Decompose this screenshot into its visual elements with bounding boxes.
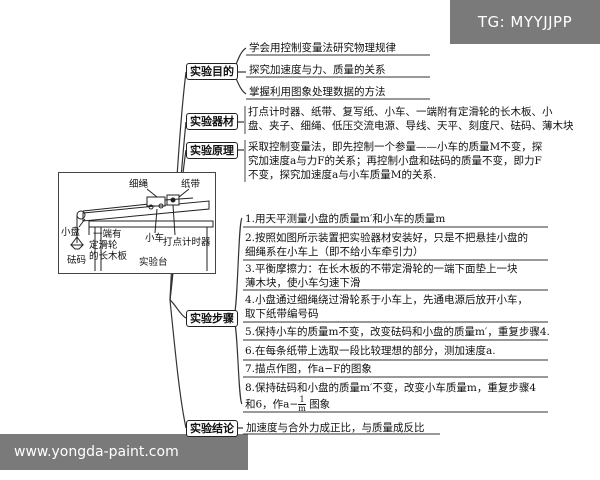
step-2-line-1: 2.按照如图所示装置把实验器材安装好，只是不把悬挂小盘的 <box>245 232 529 244</box>
step-1: 1.用天平测量小盘的质量m′和小车的质量m <box>245 213 446 225</box>
equipment-line-1: 打点计时器、纸带、复写纸、小车、一端附有定滑轮的长木板、小 <box>248 106 553 118</box>
step-6: 6.在每条纸带上选取一段比较理想的部分，测加速度a. <box>245 345 496 357</box>
step-3-line-2: 薄木块，使小车匀速下滑 <box>245 277 361 289</box>
step-8-line-1: 8.保持砝码和小盘的质量m′不变，改变小车质量m，重复步骤4 <box>245 382 536 394</box>
label-board-3: 的长木板 <box>89 251 128 262</box>
equipment-line-2: 盘、夹子、细绳、低压交流电源、导线、天平、刻度尺、砝码、薄木块 <box>248 120 574 132</box>
label-equipment: 实验器材 <box>186 113 238 130</box>
principle-line-1: 采取控制变量法，即先控制一个参量——小车的质量M不变，探 <box>248 141 543 153</box>
label-conclusion: 实验结论 <box>186 420 238 437</box>
step-8-tail: 图象 <box>309 398 331 411</box>
watermark-top-right: TG: MYYJJPP <box>450 0 600 44</box>
branch-steps <box>169 299 187 319</box>
step-5: 5.保持小车的质量m不变，改变砝码和小盘的质量m′，重复步骤4. <box>245 326 550 338</box>
step-3-line-1: 3.平衡摩擦力：在长木板的不带定滑轮的一端下面垫上一块 <box>245 263 518 275</box>
step-8-text: 和6，作a− <box>245 398 299 411</box>
principle-line-3: 不变，探究加速度a与小车质量M的关系. <box>248 169 437 181</box>
label-steps: 实验步骤 <box>186 310 238 327</box>
label-table: 实验台 <box>139 257 168 268</box>
label-rope: 细绳 <box>129 179 149 190</box>
purpose-item-1: 学会用控制变量法研究物理规律 <box>249 42 396 54</box>
label-weights: 砝码 <box>67 255 87 266</box>
step-4-line-2: 取下纸带编号码 <box>245 308 319 320</box>
label-board-1: 一端有 <box>93 229 122 240</box>
watermark-bottom-left: www.yongda-paint.com <box>0 434 248 470</box>
apparatus-diagram: 细绳 纸带 小盘 一端有 定滑轮 的长木板 小车 打点计时器 砝码 实验台 <box>58 172 216 274</box>
branch-conclusion <box>169 299 187 429</box>
label-cart: 小车 <box>145 233 165 244</box>
step-4-line-1: 4.小盘通过细绳绕过滑轮系于小车上，先通电源后放开小车， <box>245 294 529 306</box>
label-pan: 小盘 <box>61 227 81 238</box>
purpose-item-2: 探究加速度与力、质量的关系 <box>249 64 386 76</box>
step-2-line-2: 细绳系在小车上（即不给小车牵引力） <box>245 246 424 258</box>
label-tape: 纸带 <box>181 179 201 190</box>
step-7: 7.描点作图，作a−F的图象 <box>245 363 372 375</box>
label-principle: 实验原理 <box>186 142 238 159</box>
conclusion-text: 加速度与合外力成正比，与质量成反比 <box>246 422 425 434</box>
principle-line-2: 究加速度a与力F的关系；再控制小盘和砝码的质量不变，即力F <box>248 155 542 167</box>
apparatus-drawing <box>69 188 214 271</box>
label-timer: 打点计时器 <box>163 237 211 248</box>
label-board-2: 定滑轮 <box>89 240 118 251</box>
label-purpose: 实验目的 <box>186 63 238 80</box>
purpose-item-3: 掌握利用图象处理数据的方法 <box>249 86 386 98</box>
